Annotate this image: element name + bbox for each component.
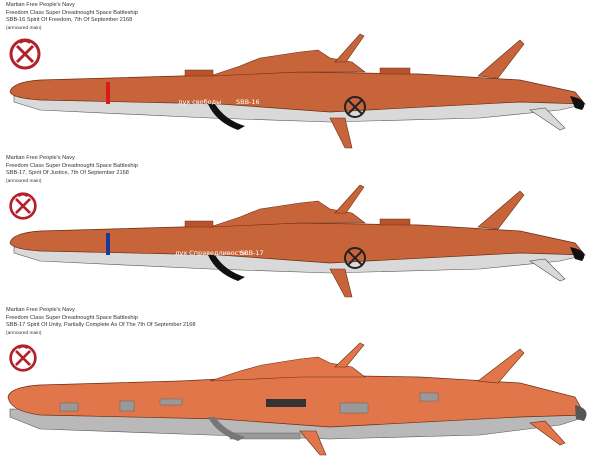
hull-name: дух Справедливости <box>175 249 246 257</box>
exposed-frame <box>119 400 135 412</box>
main-hull <box>9 222 586 264</box>
bow-fin <box>477 39 525 79</box>
hull-number: SBB-16 <box>236 98 260 106</box>
hull-emblem <box>344 247 366 269</box>
main-hull <box>9 71 586 113</box>
battleship-profile-1: дух свободы SBB-16 <box>9 33 586 149</box>
class-label: Freedom Class Super Dreadnought Space Ba… <box>6 9 138 16</box>
aft-fin <box>529 107 566 131</box>
hull-swoop <box>208 417 245 441</box>
ship-caption-2: Martian Free People's Navy Freedom Class… <box>6 155 138 185</box>
superstructure <box>209 356 366 382</box>
designation-label: SBB-17 Spirit Of Unity, Partially Comple… <box>6 322 196 329</box>
nose-cap <box>570 96 585 110</box>
exposed-frame <box>159 398 183 406</box>
nose-cap <box>570 247 585 261</box>
exposed-frame <box>59 402 79 412</box>
ship-caption-1: Martian Free People's Navy Freedom Class… <box>6 2 138 32</box>
class-label: Freedom Class Super Dreadnought Space Ba… <box>6 162 138 169</box>
nose-cap <box>575 405 587 421</box>
mast <box>334 342 365 368</box>
ship-caption-3: Martian Free People's Navy Freedom Class… <box>6 307 195 337</box>
exposed-frame <box>419 392 439 402</box>
hull-swoop <box>208 104 245 130</box>
crossed-scythe-emblem-icon <box>9 38 41 70</box>
hull-number: SBB-17 <box>240 249 264 257</box>
ventral-fin <box>299 430 327 456</box>
hull-emblem <box>344 96 366 118</box>
navy-label: Martian Free People's Navy <box>6 2 75 8</box>
superstructure <box>209 200 366 228</box>
mast <box>334 33 365 63</box>
turret-2 <box>379 218 411 226</box>
crossed-scythe-emblem-icon <box>9 192 37 220</box>
class-label: Freedom Class Super Dreadnought Space Ba… <box>6 314 138 321</box>
designation-label: SBB-17, Spirit Of Justice, 7th Of Septem… <box>6 170 129 177</box>
ventral-fin <box>329 268 353 298</box>
ship-panel-1: Martian Free People's Navy Freedom Class… <box>0 0 600 160</box>
turret-1 <box>184 220 214 228</box>
superstructure <box>209 49 366 77</box>
exposed-frame <box>266 399 306 407</box>
hull-swoop <box>208 255 245 281</box>
hull-name: дух свободы <box>178 98 221 106</box>
note-label: (armoured main) <box>6 178 42 184</box>
exposed-frame <box>339 402 369 414</box>
mast <box>334 184 365 214</box>
ship-panel-2: Martian Free People's Navy Freedom Class… <box>0 153 600 308</box>
turret-1 <box>184 69 214 77</box>
bow-fin <box>477 348 525 384</box>
aft-fin <box>529 258 566 282</box>
identification-stripe <box>106 82 110 104</box>
ventral-fin <box>329 117 353 149</box>
navy-label: Martian Free People's Navy <box>6 155 75 161</box>
battleship-profile-2: дух Справедливости SBB-17 <box>9 184 586 298</box>
battleship-profile-3 <box>7 342 587 456</box>
bow-fin <box>477 190 525 230</box>
note-label: (armoured main) <box>6 25 42 31</box>
ship-panel-3: Martian Free People's Navy Freedom Class… <box>0 305 600 472</box>
navy-label: Martian Free People's Navy <box>6 307 75 313</box>
turret-2 <box>379 67 411 75</box>
identification-stripe <box>106 233 110 255</box>
crossed-scythe-emblem-icon <box>9 344 37 372</box>
aft-fin <box>529 420 566 446</box>
designation-label: SBB-16 Spirit Of Freedom, 7th Of Septemb… <box>6 17 133 24</box>
note-label: (armoured main) <box>6 330 42 336</box>
